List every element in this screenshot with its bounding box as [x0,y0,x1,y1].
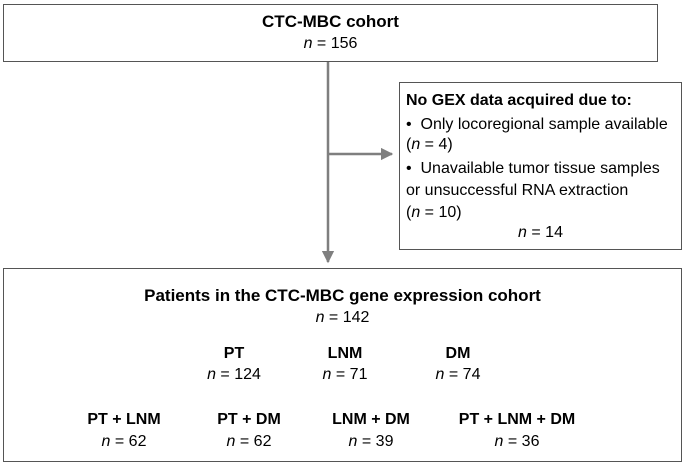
group-label-lnm: LNM [327,345,363,362]
exclusion-box: No GEX data acquired due to: • Only loco… [399,82,682,250]
group-count-pt-lnm-dm: n = 36 [494,433,540,450]
cohort-box: CTC-MBC cohort n = 156 [3,4,658,62]
exclusion-item-2-count: (n = 10) [406,204,462,221]
group-count-pt-dm: n = 62 [226,433,272,450]
gex-cohort-count: n = 142 [315,309,370,326]
group-label-pt-lnm: PT + LNM [87,411,161,428]
exclusion-item-2-line2: or unsuccessful RNA extraction [406,182,629,199]
exclusion-title: No GEX data acquired due to: [406,92,632,109]
group-label-pt: PT [223,345,245,362]
exclusion-item-1-count: (n = 4) [406,136,453,153]
group-count-lnm-dm: n = 39 [348,433,394,450]
exclusion-item-2-line1: • Unavailable tumor tissue samples [406,160,660,177]
group-label-lnm-dm: LNM + DM [332,411,410,428]
exclusion-total: n = 14 [518,224,563,241]
group-label-pt-lnm-dm: PT + LNM + DM [458,411,576,428]
gex-cohort-box: Patients in the CTC-MBC gene expression … [3,268,682,462]
gex-cohort-title: Patients in the CTC-MBC gene expression … [144,286,541,305]
group-label-dm: DM [445,345,471,362]
group-count-pt-lnm: n = 62 [101,433,147,450]
cohort-count: n = 156 [303,35,358,52]
exclusion-item-1-line1: • Only locoregional sample available [406,116,668,133]
group-count-lnm: n = 71 [322,366,368,383]
cohort-title: CTC-MBC cohort [262,12,399,31]
group-label-pt-dm: PT + DM [217,411,281,428]
group-count-pt: n = 124 [207,366,261,383]
group-count-dm: n = 74 [435,366,481,383]
